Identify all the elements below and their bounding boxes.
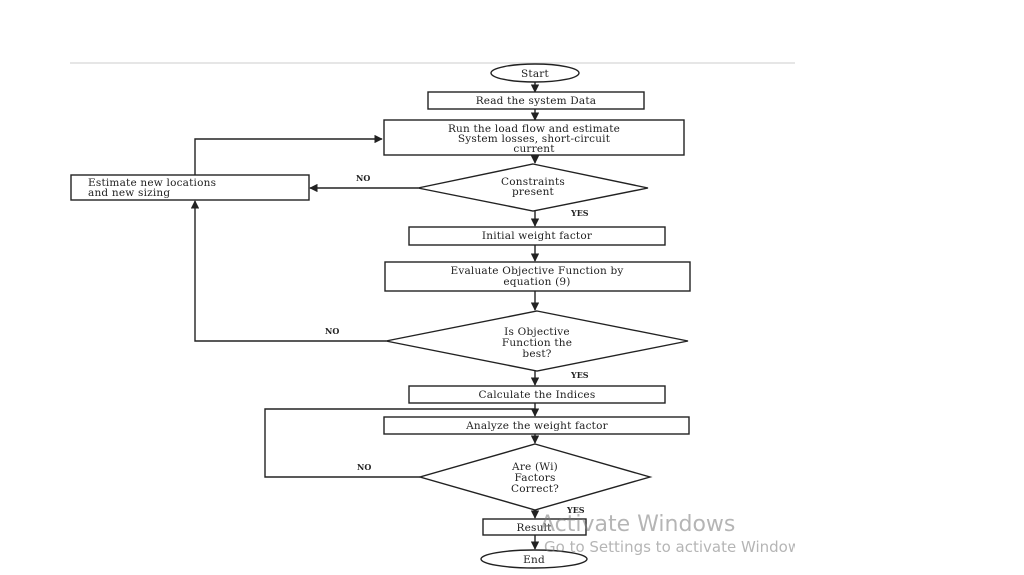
run-load-flow-line-2: System losses, short-circuit bbox=[458, 133, 611, 145]
no-label-constraints: NO bbox=[356, 173, 370, 183]
watermark-line-2: Go to Settings to activate Windows. bbox=[544, 538, 795, 556]
objective-best-line-3: best? bbox=[522, 348, 551, 360]
estimate-new-line-2: and new sizing bbox=[88, 187, 170, 199]
constraints-decision: Constraints present bbox=[417, 163, 649, 212]
objective-best-line-1: Is Objective bbox=[504, 326, 570, 338]
objective-best-line-2: Function the bbox=[502, 337, 572, 349]
factors-correct-line-2: Factors bbox=[514, 472, 555, 484]
watermark-line-1: Activate Windows bbox=[540, 512, 736, 537]
estimate-new-line-1: Estimate new locations bbox=[88, 177, 216, 189]
end-node: End bbox=[480, 549, 588, 569]
no-label-factors: NO bbox=[357, 462, 371, 472]
end-label: End bbox=[523, 554, 545, 566]
analyze-weight-label: Analyze the weight factor bbox=[465, 420, 608, 432]
calculate-indices-node: Calculate the Indices bbox=[408, 385, 666, 404]
objective-best-decision: Is Objective Function the best? bbox=[385, 310, 689, 372]
read-data-node: Read the system Data bbox=[427, 91, 645, 110]
initial-weight-node: Initial weight factor bbox=[408, 226, 666, 246]
factors-correct-decision: Are (Wi) Factors Correct? bbox=[417, 443, 653, 511]
estimate-new-node: Estimate new locations and new sizing bbox=[70, 174, 310, 201]
evaluate-objective-line-1: Evaluate Objective Function by bbox=[450, 265, 623, 277]
connector-best-no bbox=[190, 200, 386, 342]
run-load-flow-node: Run the load flow and estimate System lo… bbox=[383, 119, 685, 156]
no-label-objective: NO bbox=[325, 326, 339, 336]
header-divider bbox=[70, 62, 795, 64]
yes-label-objective: YES bbox=[570, 370, 589, 380]
evaluate-objective-node: Evaluate Objective Function by equation … bbox=[384, 261, 691, 292]
result-label: Result bbox=[516, 522, 552, 534]
start-node: Start bbox=[490, 63, 580, 83]
constraints-line-1: Constraints bbox=[501, 176, 565, 188]
connector-factors-no bbox=[264, 408, 535, 478]
factors-correct-line-1: Are (Wi) bbox=[511, 461, 558, 473]
yes-label-factors: YES bbox=[566, 505, 585, 515]
run-load-flow-line-3: current bbox=[513, 143, 555, 155]
read-data-label: Read the system Data bbox=[476, 95, 597, 107]
result-node: Result bbox=[482, 518, 587, 536]
yes-label-constraints: YES bbox=[570, 208, 589, 218]
initial-weight-label: Initial weight factor bbox=[482, 230, 593, 242]
calculate-indices-label: Calculate the Indices bbox=[479, 389, 596, 401]
connector-estimate-run bbox=[194, 134, 383, 175]
run-load-flow-line-1: Run the load flow and estimate bbox=[448, 123, 620, 135]
evaluate-objective-line-2: equation (9) bbox=[503, 276, 570, 288]
analyze-weight-node: Analyze the weight factor bbox=[383, 416, 690, 435]
start-label: Start bbox=[521, 68, 549, 80]
activate-windows-watermark: Activate Windows Go to Settings to activ… bbox=[540, 512, 795, 556]
constraints-line-2: present bbox=[512, 186, 555, 198]
factors-correct-line-3: Correct? bbox=[511, 483, 559, 495]
